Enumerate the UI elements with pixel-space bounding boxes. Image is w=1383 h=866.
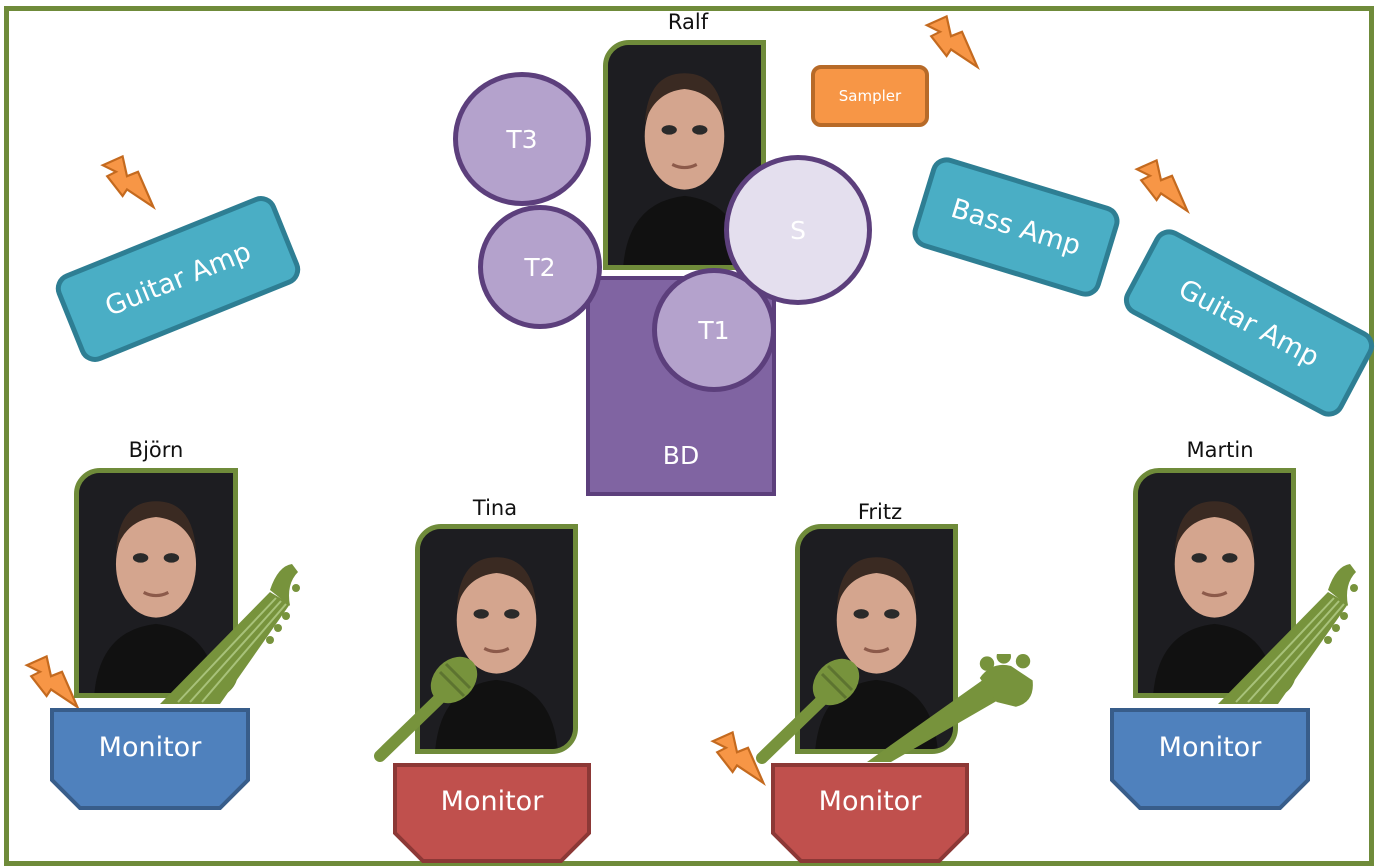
monitor-center-left[interactable]: Monitor <box>393 763 591 863</box>
monitor-label: Monitor <box>1159 732 1263 763</box>
vocalist-name: Tina <box>472 496 518 520</box>
drummer-name: Ralf <box>667 10 709 34</box>
guitar-icon <box>160 564 300 704</box>
power-bolt-icon <box>918 12 984 78</box>
snare-drum[interactable]: S <box>724 155 872 305</box>
microphone-icon <box>368 648 488 768</box>
monitor-left[interactable]: Monitor <box>50 708 250 810</box>
guitarist-right-name: Martin <box>1186 438 1254 462</box>
sampler-box[interactable]: Sampler <box>811 65 929 127</box>
bass-drum-label: BD <box>662 441 700 470</box>
tom-3[interactable]: T3 <box>453 72 591 206</box>
monitor-label: Monitor <box>441 786 545 817</box>
guitar-icon <box>1218 564 1358 704</box>
bassist-name: Fritz <box>857 500 903 524</box>
microphone-icon <box>750 650 870 770</box>
monitor-right[interactable]: Monitor <box>1110 708 1310 810</box>
bassist-portrait <box>795 524 958 754</box>
bass-guitar-icon <box>866 654 1036 762</box>
guitarist-left-name: Björn <box>128 438 184 462</box>
vocalist-portrait <box>415 524 578 754</box>
tom-2[interactable]: T2 <box>478 205 602 329</box>
power-bolt-icon <box>1128 156 1194 222</box>
monitor-label: Monitor <box>99 732 203 763</box>
tom-1[interactable]: T1 <box>652 268 776 392</box>
power-bolt-icon <box>94 152 160 218</box>
monitor-center-right[interactable]: Monitor <box>771 763 969 863</box>
monitor-label: Monitor <box>819 786 923 817</box>
